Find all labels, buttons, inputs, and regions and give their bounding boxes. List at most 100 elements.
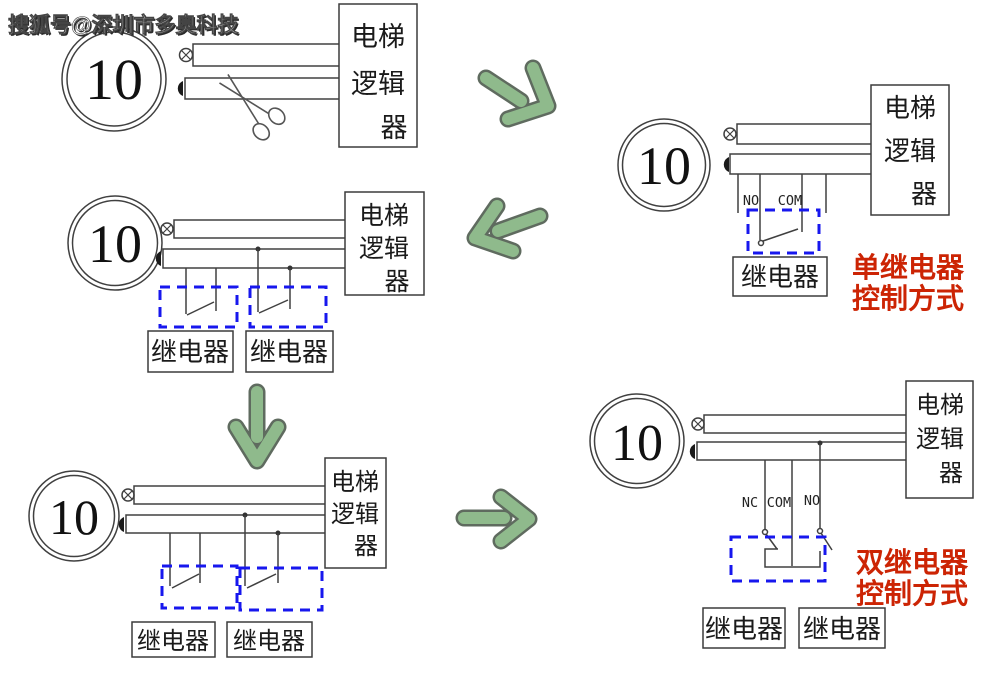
wire-channel-top (703, 414, 907, 434)
lamp-icon (178, 47, 194, 63)
lamp-icon-cross (693, 419, 703, 429)
connector-nub (177, 81, 183, 96)
floor-button-outer-ring (617, 118, 711, 212)
scissors-handle (267, 107, 286, 126)
relay-label: 继电器 (250, 338, 328, 367)
relay-label-box (702, 607, 786, 649)
relay-label: 继电器 (741, 263, 819, 292)
arrow-down-right (477, 59, 557, 128)
relay-drop-wires (257, 249, 291, 312)
wire-channel-bottom (696, 441, 907, 461)
terminal-com-label: COM (767, 495, 791, 511)
watermark: 搜狐号@深圳市多奥科技 搜狐号@深圳市多奥科技 (8, 13, 241, 39)
relay-label-box (798, 607, 886, 649)
floor-number: 10 (88, 214, 142, 274)
scissors-blade (219, 82, 269, 115)
relay-label: 继电器 (233, 628, 305, 655)
lamp-icon (691, 417, 705, 431)
terminal-no-label: NO (743, 193, 759, 209)
floor-button-inner-ring (593, 397, 681, 485)
wire-channel-top (173, 219, 345, 239)
floor-button-outer-ring (28, 470, 120, 562)
contact-pivot (816, 527, 824, 535)
wire-channel-top (192, 43, 339, 67)
logic-box (905, 380, 974, 499)
wire-channel-bottom (729, 153, 871, 175)
relay-dashed-outline (248, 285, 328, 329)
caption-double-relay-line2: 控制方式 (856, 577, 968, 609)
logic-box-text: 电梯 (884, 94, 936, 123)
lamp-icon (160, 222, 174, 236)
contact-blade (186, 301, 215, 316)
floor-number: 10 (637, 136, 691, 196)
contact-bridge (764, 548, 821, 568)
relay-dashed-outline (746, 208, 821, 255)
relay-label-box (732, 256, 828, 297)
floor-button-inner-ring (32, 474, 116, 558)
relay-label: 继电器 (137, 628, 209, 655)
diagram-two-relays-b: 10 继电器 继电器 电梯 逻辑 器 (28, 457, 387, 658)
relay-drop-wires (169, 533, 201, 586)
relay-drop-wires (737, 174, 827, 240)
wire-channel-bottom (184, 77, 339, 100)
connector-nub (118, 517, 124, 532)
contact-pivot (761, 528, 769, 536)
floor-number: 10 (49, 489, 99, 545)
logic-box-text: 逻辑 (916, 426, 964, 453)
caption-double-relay-line1: 双继电器 (856, 546, 969, 578)
contact-pivot (757, 239, 765, 247)
relay-dashed-outline (158, 285, 239, 329)
relay-label-box (226, 621, 313, 658)
logic-box (870, 84, 950, 216)
floor-button-outer-ring (61, 26, 167, 132)
scissors-blade (227, 74, 260, 124)
relay-dashed-outline (160, 564, 239, 610)
wire-channel-top (736, 123, 871, 145)
logic-box-text: 器 (354, 534, 378, 560)
scissors-handle (252, 122, 271, 141)
diagram-cut-wires: 电梯 逻辑 器 10 (61, 3, 418, 148)
logic-box (338, 3, 418, 148)
connector-nub (723, 157, 729, 172)
floor-button-outer-ring (589, 393, 685, 489)
terminal-no-label: NO (804, 493, 820, 509)
floor-button-outer-ring (67, 195, 163, 291)
logic-box-text: 逻辑 (331, 501, 379, 528)
lamp-icon-cross (725, 129, 735, 139)
relay-label: 继电器 (151, 338, 229, 367)
watermark-shadow: 搜狐号@深圳市多奥科技 (10, 15, 241, 39)
diagram-single-relay: 10 NO COM 继电器 电梯 逻辑 器 单继电器 控制方式 (617, 84, 965, 314)
relay-label-box (131, 621, 216, 658)
caption-single-relay-line1: 单继电器 (852, 251, 965, 283)
floor-button-inner-ring (71, 199, 159, 287)
relay-label: 继电器 (803, 615, 881, 644)
arrow-down (227, 383, 287, 470)
diagram-double-relay: 10 NC COM NO 继电器 继电器 电梯 逻辑 器 双继电器 控制方式 (589, 380, 974, 649)
watermark-text: 搜狐号@深圳市多奥科技 (8, 13, 239, 37)
wire-channel-bottom (162, 248, 345, 269)
relay-label: 继电器 (705, 615, 783, 644)
floor-button-inner-ring (66, 31, 162, 127)
logic-box-text: 电梯 (359, 202, 409, 230)
logic-box-text: 电梯 (916, 392, 964, 419)
floor-number: 10 (85, 47, 143, 112)
logic-box-text: 器 (384, 269, 409, 296)
relay-label-box (245, 330, 334, 373)
floor-button-inner-ring (621, 122, 707, 208)
terminal-nc-label: NC (742, 495, 758, 511)
relay-drop-wires (185, 268, 217, 314)
logic-box-text: 逻辑 (884, 137, 936, 166)
lamp-icon (723, 127, 737, 141)
arrow-left (466, 197, 549, 260)
connector-nub (689, 444, 695, 459)
logic-box-text: 器 (939, 461, 963, 487)
relay-drop-wires (244, 515, 279, 586)
wire-channel-top (133, 485, 325, 505)
contact-blade (246, 573, 277, 589)
logic-box-text: 逻辑 (351, 69, 405, 99)
arrow-right (455, 488, 538, 550)
contact-blade (762, 228, 799, 242)
contact-blade (258, 299, 289, 314)
